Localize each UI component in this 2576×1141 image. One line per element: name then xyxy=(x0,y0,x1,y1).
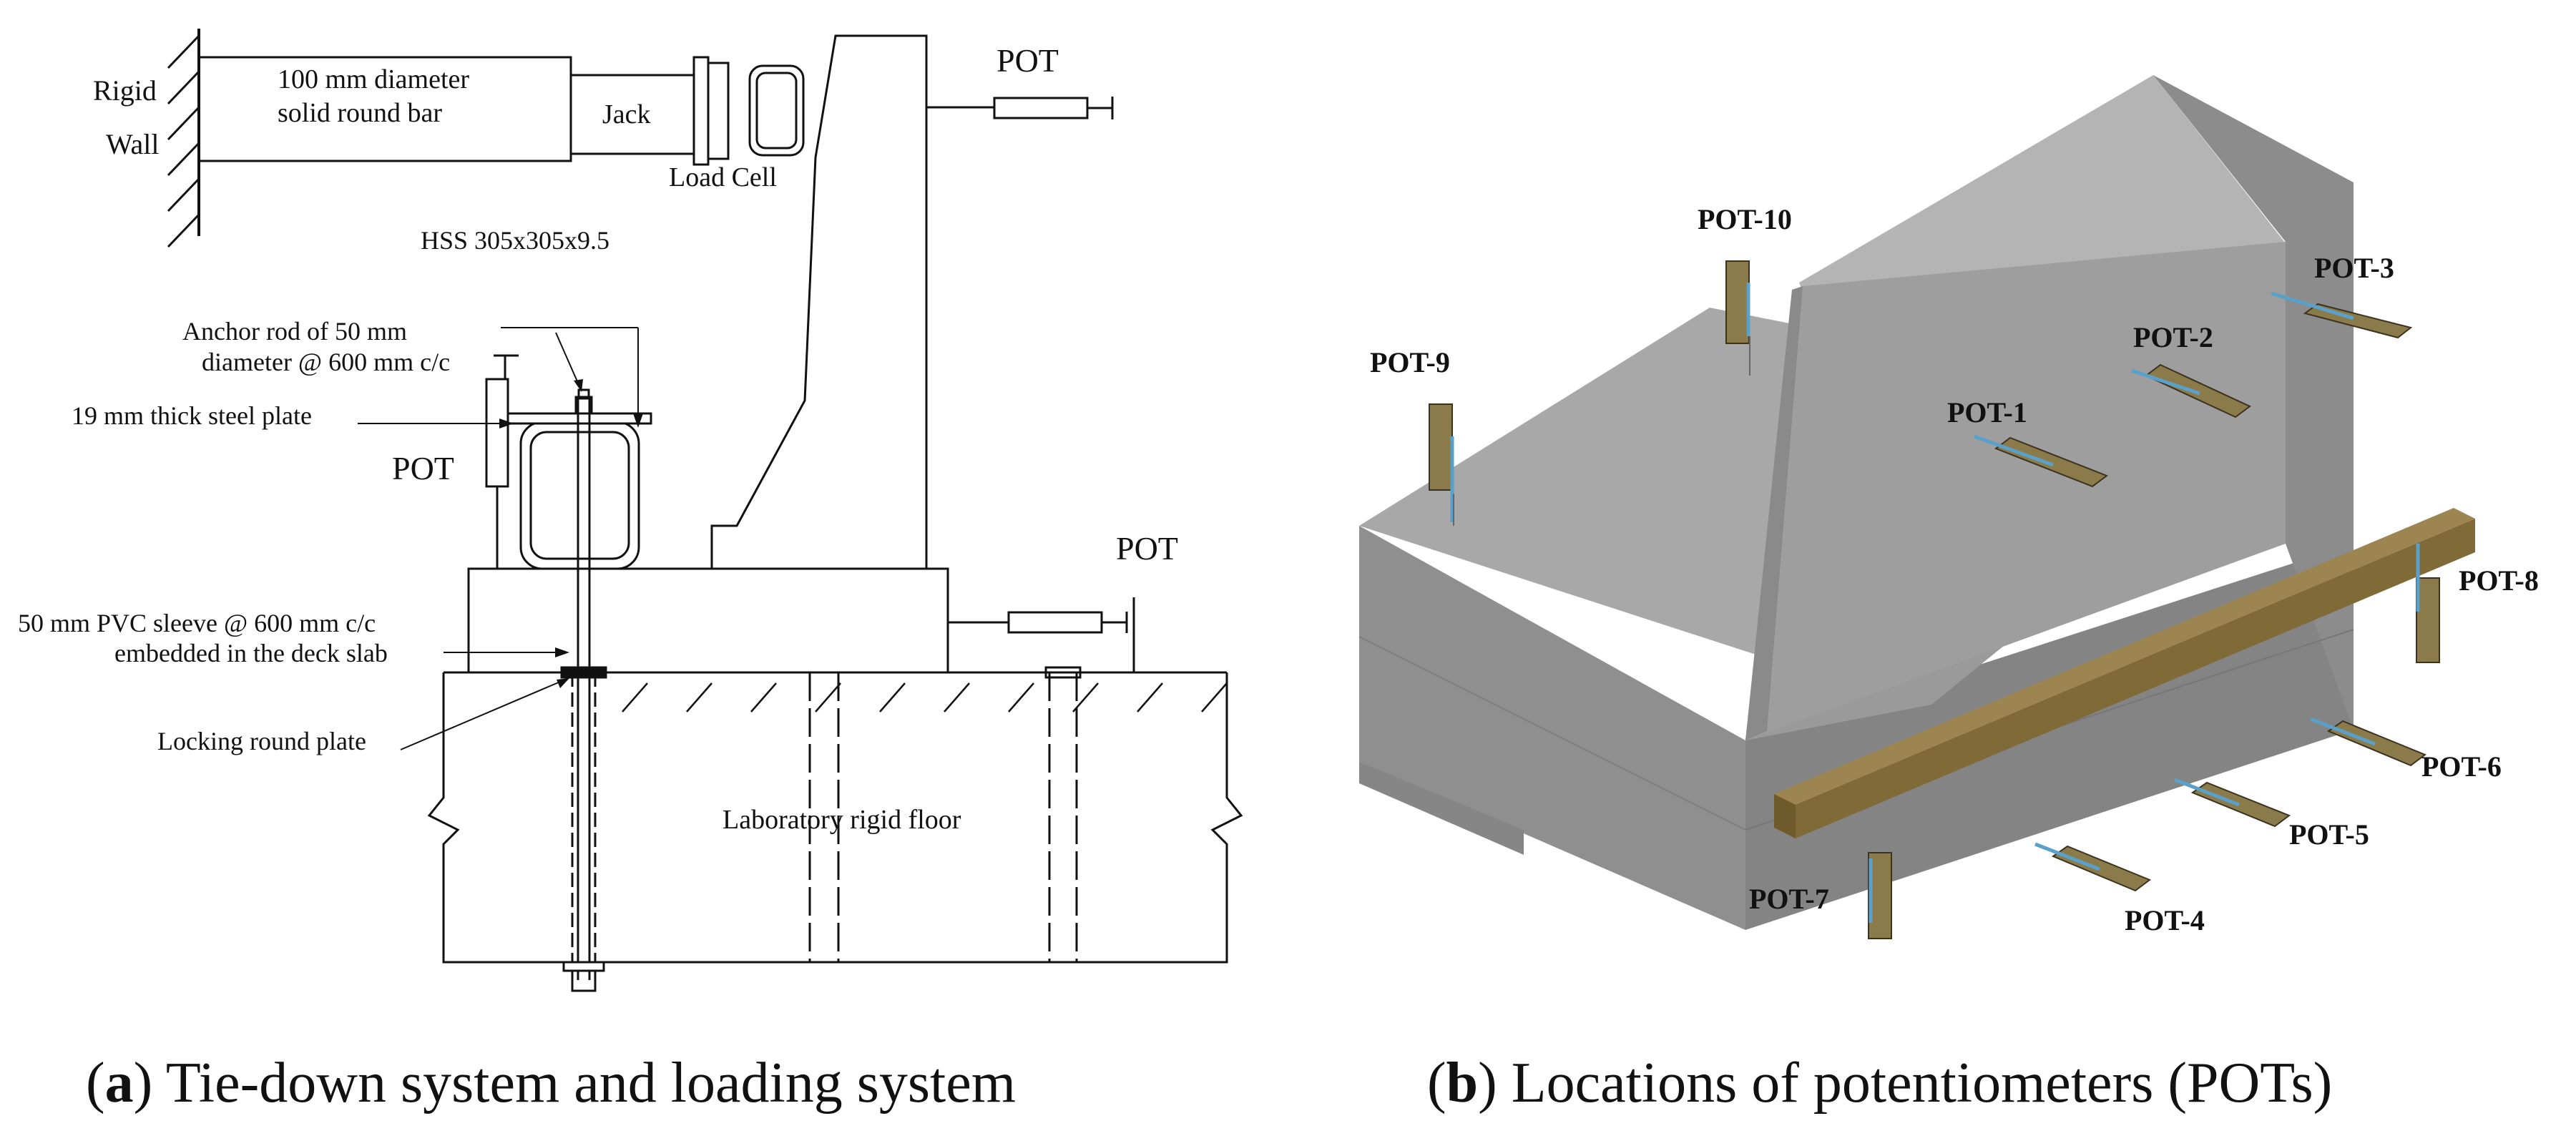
label-floor: Laboratory rigid floor xyxy=(723,805,961,835)
label-pot-7: POT-7 xyxy=(1749,883,1829,915)
barrier-base xyxy=(467,567,949,674)
steel-plate xyxy=(506,412,652,425)
label-wall: Wall xyxy=(106,128,160,160)
load-cell-plate-1 xyxy=(692,56,710,166)
pot-10-device xyxy=(1725,260,1750,376)
label-pot-5: POT-5 xyxy=(2289,818,2369,851)
hss-tube xyxy=(519,421,640,570)
wall-side xyxy=(2153,75,2354,730)
label-pot-1: POT-1 xyxy=(1947,396,2027,429)
caption-a: (a) Tie-down system and loading system xyxy=(86,1052,1016,1115)
panel-b-drawing xyxy=(1358,75,2475,930)
caption-a-letter: a xyxy=(105,1052,134,1115)
slab-front xyxy=(1359,526,1745,930)
caption-b: (b) Locations of potentiometers (POTs) xyxy=(1427,1052,2332,1115)
label-pot-2: POT-2 xyxy=(2133,321,2213,353)
wall-face xyxy=(1745,242,2286,740)
pot-6-device xyxy=(2310,717,2427,767)
barrier-wall xyxy=(710,34,928,570)
pot-3-device xyxy=(2271,291,2413,339)
timber-beam-front xyxy=(1774,794,1796,838)
pot-9-device xyxy=(1429,403,1454,526)
leader-arrowheads xyxy=(499,379,643,688)
label-plate: 19 mm thick steel plate xyxy=(72,401,312,430)
label-anchor-1: Anchor rod of 50 mm xyxy=(182,317,407,346)
label-anchor-2: diameter @ 600 mm c/c xyxy=(202,348,450,376)
label-rigid: Rigid xyxy=(93,74,157,107)
pot-1-device xyxy=(1974,434,2109,488)
label-pot-6: POT-6 xyxy=(2421,750,2502,783)
caption-b-text: ) Locations of potentiometers (POTs) xyxy=(1478,1052,2332,1115)
load-cell-plate-2 xyxy=(707,62,730,160)
label-sleeve-2: embedded in the deck slab xyxy=(114,639,388,667)
timber-beam-top xyxy=(1774,508,2475,805)
panel-a-labels: Rigid Wall 100 mm diameter solid round b… xyxy=(18,42,1178,835)
label-pot-right: POT xyxy=(1116,530,1178,567)
label-bar-2: solid round bar xyxy=(278,98,442,128)
pot-2-device xyxy=(2131,363,2251,418)
pot-5-device xyxy=(2174,778,2291,828)
panel-b-pots xyxy=(1429,260,2440,939)
pot-left-body xyxy=(485,378,509,488)
locking-plate xyxy=(560,666,607,679)
label-locking: Locking round plate xyxy=(157,727,366,755)
label-sleeve-1: 50 mm PVC sleeve @ 600 mm c/c xyxy=(18,609,376,637)
pot-4-device xyxy=(2034,842,2152,892)
pot-right-body xyxy=(1007,611,1103,634)
panel-b-labels: POT-9 POT-10 POT-1 POT-2 POT-3 POT-8 POT… xyxy=(1370,203,2539,936)
label-pot-8: POT-8 xyxy=(2459,564,2539,597)
label-load-cell: Load Cell xyxy=(669,162,777,192)
ground-hatching xyxy=(622,682,1228,712)
load-cell-box xyxy=(748,64,805,157)
svg-text:(b) Locations of potentiometer: (b) Locations of potentiometers (POTs) xyxy=(1427,1052,2332,1115)
label-pot-4: POT-4 xyxy=(2125,904,2205,936)
wall-top xyxy=(1799,75,2286,292)
timber-beam xyxy=(1796,519,2475,838)
label-pot-left: POT xyxy=(392,450,454,486)
label-pot-3: POT-3 xyxy=(2314,252,2394,284)
label-pot-top: POT xyxy=(996,42,1059,79)
pot-8-device xyxy=(2416,544,2440,663)
svg-text:(a) Tie-down system and loadin: (a) Tie-down system and loading system xyxy=(86,1052,1016,1115)
pot-top-body xyxy=(993,97,1089,119)
label-pot-10: POT-10 xyxy=(1698,203,1792,235)
panel-a-drawing xyxy=(167,29,1243,992)
label-jack: Jack xyxy=(602,99,651,129)
laboratory-floor xyxy=(427,672,1243,964)
wall-hatching xyxy=(167,34,200,248)
label-bar-1: 100 mm diameter xyxy=(278,64,469,94)
label-pot-9: POT-9 xyxy=(1370,346,1450,378)
caption-b-letter: b xyxy=(1446,1052,1479,1115)
pot-7-device xyxy=(1868,852,1892,939)
label-hss: HSS 305x305x9.5 xyxy=(421,226,609,255)
caption-a-text: ) Tie-down system and loading system xyxy=(134,1052,1016,1115)
